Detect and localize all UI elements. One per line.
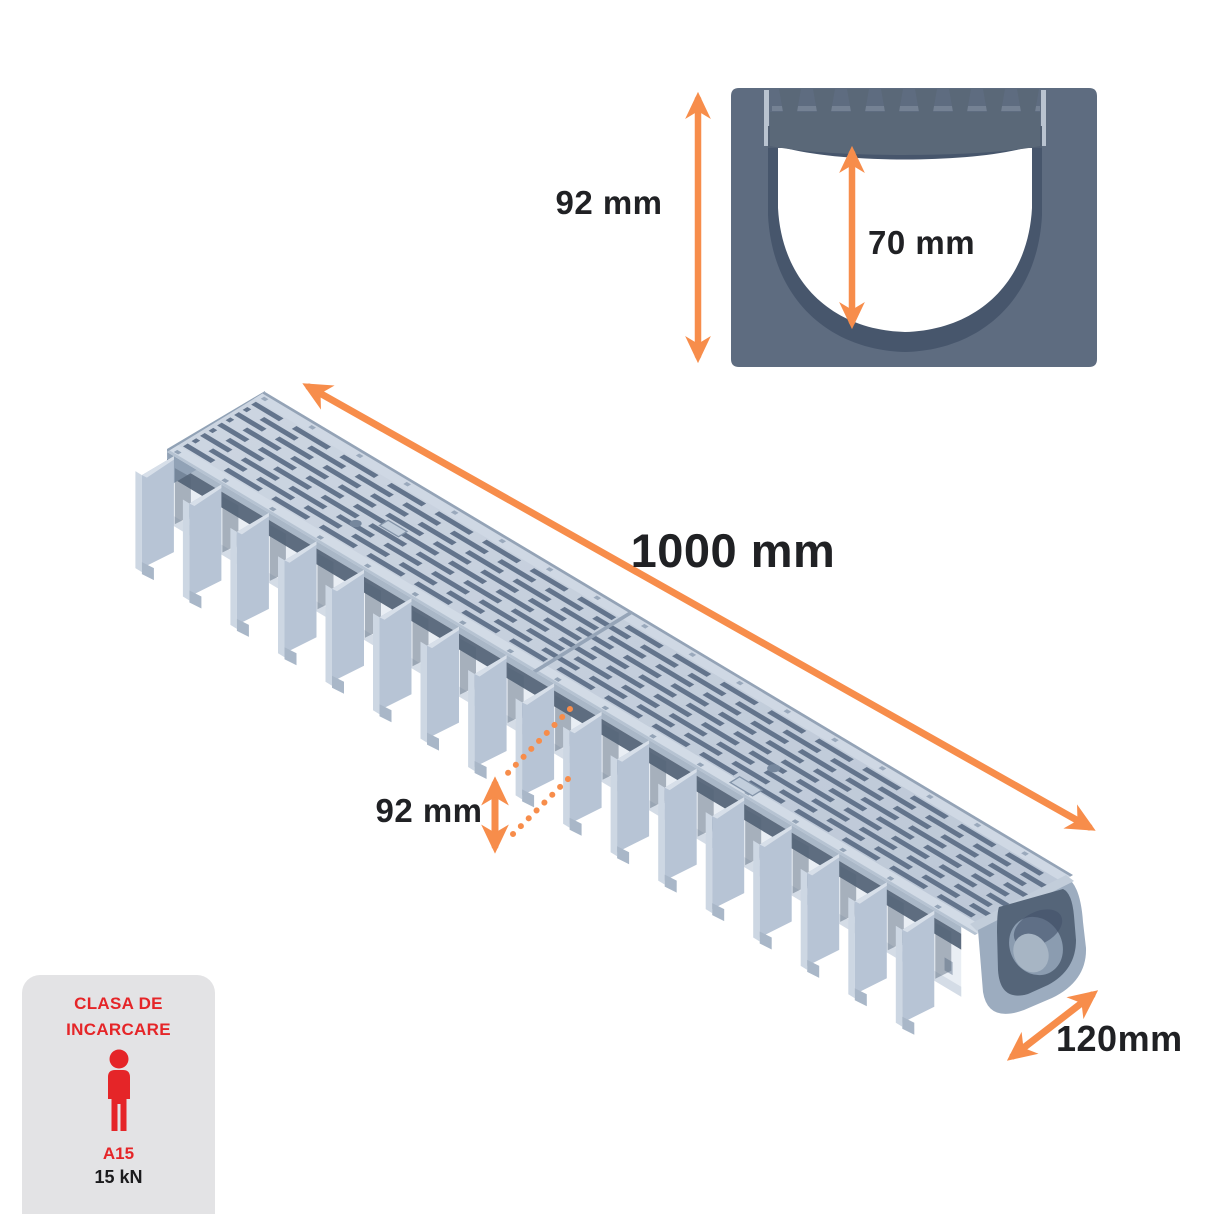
- bore-far-opening: [1013, 933, 1049, 973]
- cross-section-grate-bar: [770, 112, 1040, 155]
- load-class-title-line1: CLASA DE: [74, 994, 163, 1013]
- rib-fin: [135, 456, 191, 581]
- load-class-code: A15: [102, 1144, 135, 1163]
- channel-width-arrow: [1006, 990, 1099, 1061]
- rib-fin: [468, 655, 524, 779]
- near-rail-ticks: [173, 449, 979, 931]
- channel-front-end: [970, 875, 1087, 1014]
- cross-section-grate-teeth: [779, 89, 1039, 112]
- length-dimension-label: 1000 mm: [631, 524, 836, 577]
- rib-fin: [895, 910, 952, 1035]
- load-class-force: 15 kN: [94, 1167, 143, 1187]
- cross-section-depth-label: 70 mm: [868, 224, 975, 261]
- rib-fin: [800, 853, 857, 978]
- cross-section-height-label: 92 mm: [555, 184, 662, 221]
- rib-fin: [278, 541, 334, 666]
- dimension-labels: 1000 mm 92 mm 70 mm 92 mm 120mm: [375, 184, 1182, 1059]
- load-class-badge: CLASA DE INCARCARE A15 15 kN: [22, 975, 215, 1214]
- rib-fin: [420, 626, 476, 751]
- rib-fin: [658, 768, 714, 893]
- projection-dotted-line-top: [501, 706, 573, 780]
- rib-fin: [373, 598, 429, 723]
- rib-fin: [753, 825, 809, 950]
- grate-shelf-highlight: [772, 106, 1040, 111]
- rib-fin: [705, 797, 762, 922]
- rib-fin: [325, 569, 381, 694]
- load-class-title-line2: INCARCARE: [66, 1019, 171, 1039]
- channel-3d-view: [135, 391, 1087, 1035]
- rib-fin: [848, 882, 904, 1007]
- person-icon: [107, 1049, 130, 1131]
- rib-fin: [610, 740, 667, 865]
- rib-fin: [182, 484, 239, 609]
- length-dimension-arrow: [302, 383, 1096, 831]
- channel-width-label: 120mm: [1056, 1018, 1183, 1059]
- rib-fin: [563, 711, 619, 836]
- dimension-annotations: [302, 91, 1099, 1061]
- grate-gap-right: [1041, 90, 1046, 146]
- load-class-title: CLASA DE INCARCARE: [22, 991, 215, 1042]
- grate-gap-left: [764, 90, 769, 146]
- channel-height-label: 92 mm: [375, 792, 482, 829]
- rib-fin: [230, 512, 286, 637]
- projection-dotted-line-bottom: [503, 776, 571, 844]
- rib-fin: [515, 683, 572, 808]
